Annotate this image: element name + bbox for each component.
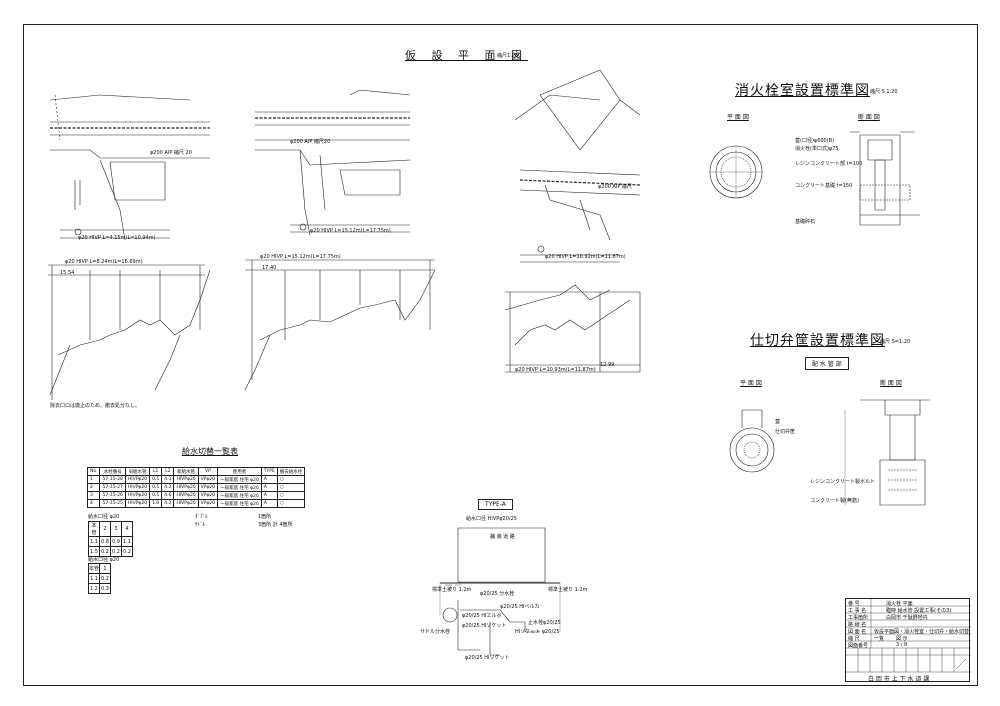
plan-seg3-dim-total: 12.99 bbox=[600, 362, 615, 368]
tb-row-3-label: 工事箇所 bbox=[848, 615, 869, 621]
valve-title: 仕切弁筐設置標準図 bbox=[750, 333, 885, 349]
tb-row-5-value: 仮設平面図・消火栓室・仕切弁・給水切替一覧 bbox=[874, 629, 970, 642]
plan-seg2-pipe: φ200 AIP 縮尺20 bbox=[290, 139, 331, 145]
type-a-label-3: φ20/25 HIエルボ bbox=[462, 613, 502, 619]
valve-note-3: レジンコンクリート製ボルト bbox=[810, 479, 876, 485]
tb-row-3-value: 白岡市 千駄野地内 bbox=[886, 615, 928, 621]
title-block: 番 号 消火栓 平面 工 事 名 臨時 給水管 設置工事(その3) 工事箇所 白… bbox=[845, 598, 971, 683]
hydrant-plan-label: 平 面 図 bbox=[727, 114, 749, 121]
type-a-left-label: サドル分水栓 bbox=[420, 629, 451, 635]
count1-value: 1箇所 bbox=[258, 514, 272, 520]
cell: 0.3 bbox=[99, 583, 111, 594]
plan-title: 仮 設 平 面 図 bbox=[405, 49, 528, 62]
plan-seg2-branch: φ20 HIVP L=15.12m(L=17.75m) bbox=[310, 228, 391, 234]
title-block-grid bbox=[846, 599, 971, 673]
tb-row-1-value: 消火栓 平面 bbox=[886, 601, 913, 607]
drawing-sheet bbox=[23, 24, 978, 686]
type-a-label-7: φ20/25 HIソケット bbox=[465, 655, 510, 661]
tb-row-7-value: 3 / 8 bbox=[896, 642, 908, 648]
hydrant-note-2: 消火栓(単口式)φ75 bbox=[795, 146, 839, 152]
plan-seg3-pipe: φ200 AIP 縮尺 bbox=[598, 184, 632, 190]
hydrant-scale: 縮尺 S 1:20 bbox=[870, 89, 898, 95]
tb-row-4-label: 路 線 名 bbox=[848, 622, 867, 628]
type-a-road: 舗 装 道 路 bbox=[490, 534, 515, 540]
type-a-label-1: φ20/25 分水栓 bbox=[480, 591, 515, 597]
cell: 4.2 bbox=[161, 499, 175, 508]
type-a-label-4: φ20/25 HIソケット bbox=[462, 623, 507, 629]
plan-seg2-dim-total: 17.40 bbox=[262, 265, 277, 271]
hydrant-note-4: コンクリート基礎 t=150 bbox=[795, 183, 853, 189]
tb-row-6-label: 縮 尺 bbox=[848, 636, 860, 642]
plan-seg1-pipe: φ200 AIP 縮尺 20 bbox=[150, 150, 192, 156]
cell: 0.2 bbox=[121, 546, 133, 557]
plan-segment-1-profile bbox=[48, 264, 211, 400]
type-a-depth-right: 標準土被り 1.2m bbox=[548, 587, 588, 593]
supply-table: No. 水栓番号 旧給水管 L1 L2 新給水管 VP 使用者 TYPE 撤去給… bbox=[86, 467, 306, 508]
tb-row-5-label: 図 面 名 bbox=[848, 629, 867, 635]
cell: HIVPφ20 bbox=[173, 499, 199, 508]
type-a-subtitle: 給水口径 HIVPφ20/25 bbox=[466, 516, 517, 522]
cell: A bbox=[260, 499, 278, 508]
plan-segment-1-map bbox=[49, 94, 210, 241]
plan-seg1-ext: φ20 HIVP L=8.24m(L=16.69m) bbox=[65, 259, 143, 265]
type-a-label-6: 止水栓φ20/25 bbox=[528, 620, 561, 626]
valve-scale: 縮尺 S=1:20 bbox=[880, 339, 911, 345]
tb-row-7-label: 図面番号 bbox=[848, 643, 869, 649]
plan-seg3-branch: φ20 HIVP L=10.92m(L=11.87m) bbox=[545, 254, 626, 260]
cell: 4 bbox=[86, 499, 101, 508]
tb-row-2-value: 臨時 給水管 設置工事(その3) bbox=[886, 608, 952, 614]
valve-note-2: 仕切弁筐 bbox=[775, 429, 796, 435]
plan-seg3-ext: φ20 HIVP L=10.93m(L=11.87m) bbox=[515, 367, 596, 373]
title-block-footer: 白 岡 市 上 下 水 道 課 bbox=[868, 676, 930, 683]
hydrant-note-5: 基礎砕石 bbox=[795, 219, 816, 225]
count1-label: ﾀﾞﾌﾞﾙ bbox=[195, 514, 208, 520]
plan-scale: 縮尺1:250 bbox=[497, 53, 522, 59]
type-a-title: TYPE-A bbox=[478, 499, 513, 510]
type-a-depth-left: 標準土被り 1.2m bbox=[432, 587, 472, 593]
plan-seg1-dim-total: 15.54 bbox=[60, 270, 75, 276]
plan-segment-2-profile bbox=[244, 259, 436, 391]
plan-seg2-ext: φ20 HIVP L=15.12m(L=17.75m) bbox=[260, 254, 341, 260]
type-a-label-5: HIソケット φ20/25 bbox=[515, 629, 560, 635]
type-a-label-2: φ20/25 HIベルカ bbox=[500, 604, 540, 610]
legend1-title: 給水口径 φ20 bbox=[88, 514, 120, 520]
legend2-title: 給水口径 φ20 bbox=[88, 557, 120, 563]
count2-label: ｻﾄﾞﾙ bbox=[195, 522, 206, 528]
hydrant-title: 消火栓室設置標準図 bbox=[735, 83, 870, 99]
plan-segment-3-map bbox=[514, 69, 641, 263]
cell: 57-15-25 bbox=[99, 499, 126, 508]
hydrant-note-3: レジンコンクリート部 t=100 bbox=[795, 161, 863, 167]
cell: ○ bbox=[276, 499, 306, 508]
valve-section-label: 断 面 図 bbox=[880, 380, 902, 387]
count2-value: 3箇所 計 4箇所 bbox=[258, 522, 293, 528]
tb-row-2-label: 工 事 名 bbox=[848, 608, 867, 614]
valve-plan-label: 平 面 図 bbox=[740, 380, 762, 387]
plan-note: 除去口ロは廃止のため、撤去処分なし。 bbox=[50, 403, 141, 409]
plan-segment-3-profile bbox=[504, 284, 641, 373]
tb-row-1-label: 番 号 bbox=[848, 601, 860, 607]
valve-note-4: コンクリート製(無筋) bbox=[810, 498, 859, 504]
hydrant-section-label: 断 面 図 bbox=[858, 114, 880, 121]
hydrant-note-1: 蓋(口径)φ600(B) bbox=[795, 138, 835, 144]
supply-table-header: No. 水栓番号 旧給水管 L1 L2 新給水管 VP 使用者 TYPE 撤去給… bbox=[86, 467, 306, 476]
supply-table-title: 給水切替一覧表 bbox=[182, 447, 238, 456]
plan-segment-2-map bbox=[255, 89, 411, 236]
valve-note-1: 蓋 bbox=[775, 419, 781, 425]
valve-subtitle: 配 水 管 部 bbox=[805, 357, 849, 370]
tb-row-6-value: 図 示 bbox=[896, 636, 908, 642]
plan-seg1-branch: φ20 HIVP L=4.15m(L=10.94m) bbox=[78, 235, 156, 241]
